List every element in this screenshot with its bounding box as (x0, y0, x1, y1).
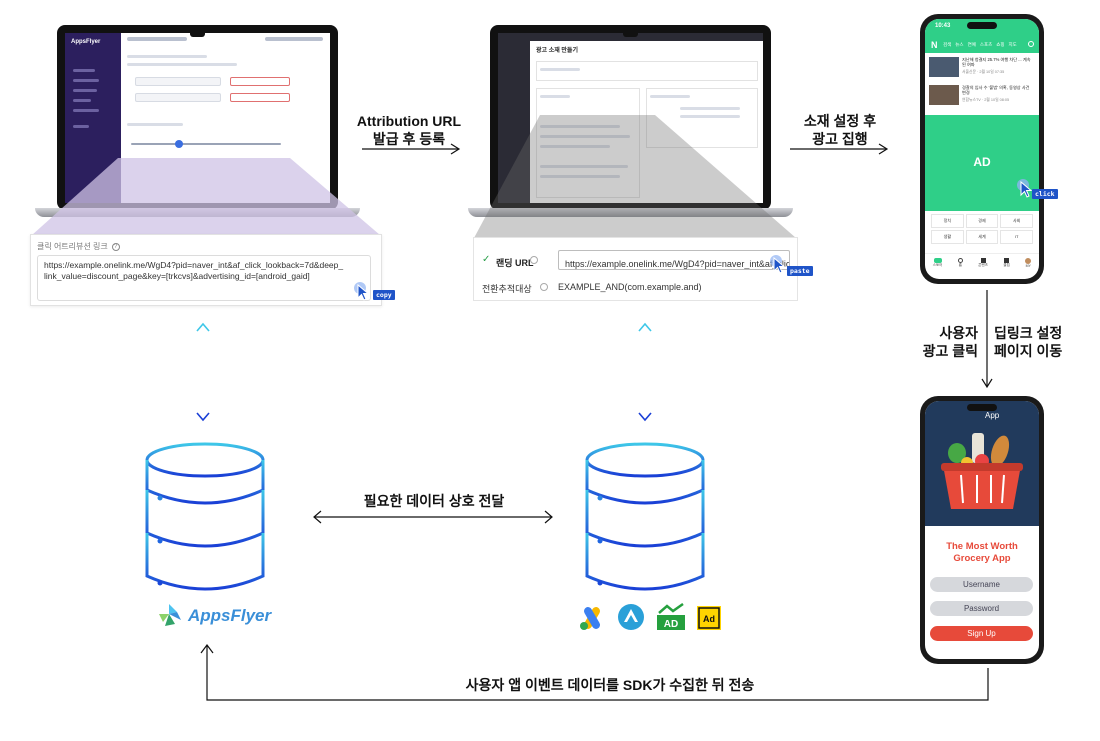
category-grid: 정치 경제 사회 생활 세계 IT (931, 214, 1033, 244)
double-arrow-vertical (196, 322, 210, 422)
app-headline: The Most Worth Grocery App (946, 541, 1018, 564)
nav-item[interactable]: 홈 (957, 258, 963, 275)
naver-logo: N (931, 40, 938, 50)
step3-right-label: 딥링크 설정 페이지 이동 (994, 325, 1063, 359)
appsflyer-laptop: AppsFlyer (35, 25, 360, 220)
tab-item[interactable]: 지도 (1008, 42, 1017, 47)
appsflyer-database-icon (145, 442, 265, 591)
cursor-icon (1016, 178, 1036, 203)
attribution-link-box[interactable]: https://example.onelink.me/WgD4?pid=nave… (37, 255, 371, 301)
copy-tag: copy (373, 290, 395, 300)
search-icon[interactable] (1028, 41, 1034, 47)
phone-screen: 10:43 N 검색 뉴스 연예 스포츠 쇼핑 지도 지난해 청결지 25.7%… (925, 19, 1039, 279)
svg-text:Ad: Ad (703, 614, 715, 624)
ad-label: AD (973, 155, 991, 169)
phone-screen: App The Most Worth Grocery App (925, 401, 1039, 659)
cursor-icon (353, 281, 373, 306)
grid-cell[interactable]: 정치 (931, 214, 964, 228)
naver-ad-icon (618, 604, 644, 630)
appsflyer-logo-icon (159, 604, 181, 626)
naver-phone: 10:43 N 검색 뉴스 연예 스포츠 쇼핑 지도 지난해 청결지 25.7%… (920, 14, 1044, 284)
appsflyer-logo: AppsFlyer (155, 602, 271, 630)
tab-item[interactable]: 연예 (967, 42, 976, 47)
landing-url-label: 랜딩 URL (496, 258, 534, 268)
grid-cell[interactable]: 경제 (965, 214, 999, 228)
step2-label: 소재 설정 후 광고 집행 (803, 113, 877, 147)
signup-button[interactable]: Sign Up (930, 626, 1033, 641)
click-tag: click (1032, 189, 1058, 199)
password-field[interactable]: Password (930, 601, 1033, 616)
attribution-link-panel: 클릭 어트리뷰션 링크 ? https://example.onelink.me… (30, 234, 395, 306)
grocery-basket-icon (941, 433, 1023, 509)
bottom-nav: 스토어 홈 콘텐츠 클립 MY (925, 253, 1039, 275)
info-icon (530, 256, 538, 264)
step1-label: Attribution URL 발급 후 등록 (356, 113, 462, 147)
naver-tabs: 검색 뉴스 연예 스포츠 쇼핑 지도 (943, 42, 1017, 48)
kakao-ad-icon: Ad (697, 606, 721, 630)
grid-cell[interactable]: IT (1000, 230, 1033, 244)
news-item[interactable]: 지난해 청결지 25.7% 여행 차단 ... 계속된 여파 서울신문 · 2월… (929, 57, 1035, 81)
cursor-icon (769, 254, 789, 279)
tab-item[interactable]: 뉴스 (955, 42, 964, 47)
appsflyer-wordmark: AppsFlyer (188, 606, 272, 625)
check-icon: ✓ (482, 254, 491, 265)
conversion-target-value: EXAMPLE_AND(com.example.and) (558, 282, 702, 292)
ads-title: 광고 소재 만들기 (536, 48, 578, 54)
username-field[interactable]: Username (930, 577, 1033, 592)
help-icon: ? (111, 242, 120, 251)
tab-item[interactable]: 스포츠 (979, 42, 993, 47)
nav-item[interactable]: 클립 (1003, 258, 1010, 275)
panel-label: 클릭 어트리뷰션 링크 (37, 242, 108, 251)
double-arrow-horizontal (313, 510, 553, 524)
tab-item[interactable]: 쇼핑 (996, 42, 1005, 47)
middle-label: 필요한 데이터 상호 전달 (363, 493, 505, 509)
grid-cell[interactable]: 생활 (931, 230, 964, 244)
paste-tag: paste (787, 266, 813, 276)
ad-settings-panel: ✓ 랜딩 URL https://example.onelink.me/WgD4… (473, 237, 798, 301)
status-time: 10:43 (935, 23, 951, 29)
nav-item[interactable]: MY (1025, 258, 1032, 275)
return-arrow (200, 644, 989, 701)
nav-item[interactable]: 스토어 (933, 258, 942, 275)
step3-left-label: 사용자 광고 클릭 (922, 325, 978, 359)
zoom-funnel (32, 158, 380, 235)
landing-url-value: https://example.onelink.me/WgD4?pid=nave… (565, 259, 790, 269)
news-thumbnail (929, 85, 959, 105)
naver-ads-laptop: 광고 소재 만들기 (468, 25, 793, 220)
zoom-funnel (474, 115, 796, 238)
tab-item[interactable]: 검색 (943, 42, 952, 47)
grocery-phone: App The Most Worth Grocery App (920, 396, 1044, 664)
svg-text:AD: AD (664, 619, 678, 630)
grid-cell[interactable]: 세계 (965, 230, 999, 244)
arrow-right-2 (790, 143, 889, 155)
arrow-down (981, 290, 993, 389)
laptop-screen: 광고 소재 만들기 (498, 33, 763, 203)
news-item[interactable]: 경찰의 입사 수 '불법' 의혹, 동영상 사건 변경 연합뉴스TV · 2월 … (929, 85, 1035, 109)
app-title: App (985, 411, 1000, 420)
bottom-label: 사용자 앱 이벤트 데이터를 SDK가 수집한 뒤 전송 (465, 677, 755, 693)
arrow-right-1 (362, 143, 461, 155)
attribution-link-text: https://example.onelink.me/WgD4?pid=nave… (44, 260, 344, 281)
news-thumbnail (929, 57, 959, 77)
google-ads-icon (580, 607, 600, 630)
landing-url-input[interactable]: https://example.onelink.me/WgD4?pid=nave… (558, 250, 790, 270)
double-arrow-vertical (638, 322, 652, 422)
nav-item[interactable]: 콘텐츠 (978, 258, 988, 275)
grid-cell[interactable]: 사회 (1000, 214, 1033, 228)
appsflyer-brand: AppsFlyer (71, 39, 101, 45)
ad-platform-database-icon (585, 442, 705, 591)
conversion-target-label: 전환추적대상 (482, 284, 532, 294)
ad-banner[interactable]: AD (925, 115, 1039, 211)
info-icon (540, 283, 548, 291)
adn-icon: AD (657, 603, 685, 630)
